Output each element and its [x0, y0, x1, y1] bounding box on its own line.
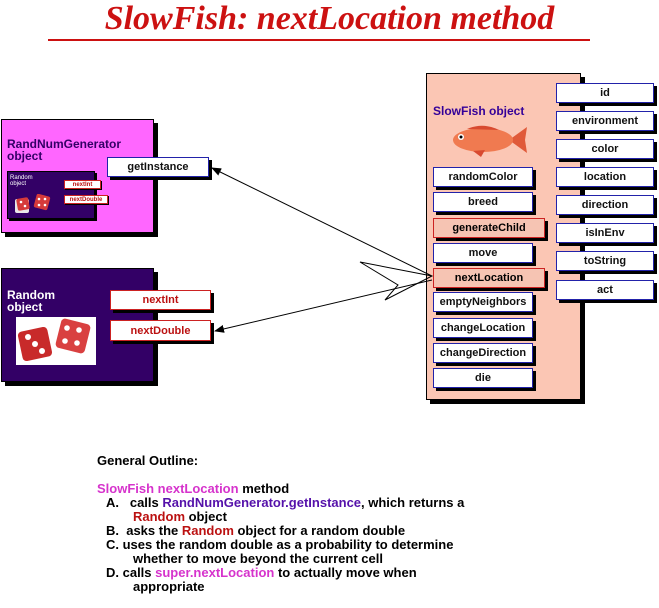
outline-step-a-cont: Random object	[133, 510, 227, 524]
tostring-button[interactable]: toString	[556, 251, 654, 271]
nextlocation-button[interactable]: nextLocation	[433, 268, 545, 288]
outline-b-prefix: B. asks the	[106, 523, 182, 538]
outline-a-mid: , which returns a	[361, 495, 465, 510]
outline-b-end: object for a random double	[233, 523, 406, 538]
outline-d-call: super.nextLocation	[155, 565, 275, 580]
dice-image	[16, 317, 96, 365]
slowfish-label: SlowFish object	[433, 104, 525, 118]
isinenv-button[interactable]: isInEnv	[556, 223, 654, 243]
random-object-nested: Random object nextInt nextDouble	[7, 171, 108, 221]
outline-d-prefix: D. calls	[106, 565, 156, 580]
id-button[interactable]: id	[556, 83, 654, 103]
direction-button[interactable]: direction	[556, 195, 654, 215]
outline-a-prefix: A. calls	[106, 495, 163, 510]
randomcolor-button[interactable]: randomColor	[433, 167, 533, 187]
nextint-button[interactable]: nextInt	[110, 290, 211, 310]
outline-step-c-cont: whether to move beyond the current cell	[133, 551, 383, 566]
arrow-to-nextdouble	[214, 279, 433, 333]
changedirection-button[interactable]: changeDirection	[433, 343, 533, 363]
act-button[interactable]: act	[556, 280, 654, 300]
outline-step-b: B. asks the Random object for a random d…	[106, 524, 405, 538]
arrow-to-getinstance	[211, 167, 434, 301]
randnum-label-line1: RandNumGenerator	[7, 137, 122, 151]
die-button[interactable]: die	[433, 368, 533, 388]
nested-dice-image	[13, 193, 57, 221]
outline-step-a: A. calls RandNumGenerator.getInstance, w…	[106, 496, 464, 510]
outline-step-d: D. calls super.nextLocation to actually …	[106, 566, 417, 580]
outline-a-obj: Random	[133, 509, 185, 524]
outline-a-call: RandNumGenerator.getInstance	[162, 495, 362, 510]
emptyneighbors-button[interactable]: emptyNeighbors	[433, 292, 533, 312]
environment-button[interactable]: environment	[556, 111, 654, 131]
generatechild-button[interactable]: generateChild	[433, 218, 545, 238]
page-title: SlowFish: nextLocation method	[104, 0, 555, 37]
move-button[interactable]: move	[433, 243, 533, 263]
outline-b-obj: Random	[181, 523, 234, 538]
nextdouble-button[interactable]: nextDouble	[110, 320, 211, 341]
randnum-label-line2: object	[7, 149, 43, 163]
nested-nextint-button[interactable]: nextInt	[64, 180, 101, 189]
random-label-line1: Random	[7, 288, 55, 302]
color-button[interactable]: color	[556, 139, 654, 159]
title-underline	[48, 39, 590, 41]
outline-a-end: object	[185, 509, 227, 524]
randnumgenerator-object: RandNumGenerator object Random object ne…	[1, 119, 154, 233]
getinstance-button[interactable]: getInstance	[107, 157, 209, 177]
random-label-line2: object	[7, 300, 43, 314]
nested-random-label-line2: object	[10, 181, 27, 187]
breed-button[interactable]: breed	[433, 192, 533, 212]
outline-step-d-cont: appropriate	[133, 579, 205, 594]
outline-method-line: SlowFish nextLocation method	[97, 482, 289, 496]
outline-method-name: SlowFish nextLocation	[97, 481, 239, 496]
outline-heading: General Outline:	[97, 453, 199, 468]
nested-nextdouble-button[interactable]: nextDouble	[64, 195, 108, 204]
changelocation-button[interactable]: changeLocation	[433, 318, 533, 338]
outline-d-end: to actually move when	[274, 565, 417, 580]
nested-random-label-line1: Random	[10, 175, 33, 181]
fish-image	[447, 122, 529, 163]
outline-method-word: method	[238, 481, 290, 496]
outline-step-c: C. uses the random double as a probabili…	[106, 537, 454, 552]
location-button[interactable]: location	[556, 167, 654, 187]
